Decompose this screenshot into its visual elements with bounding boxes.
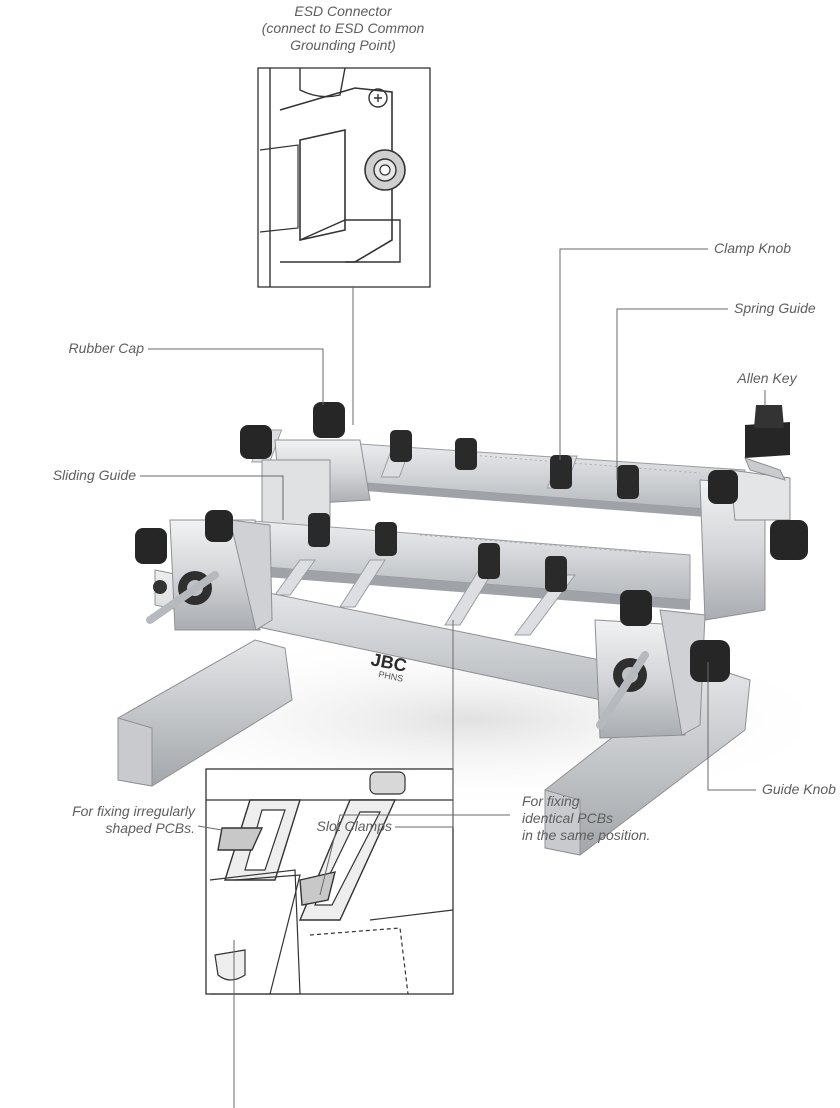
knobs — [205, 402, 808, 682]
label-esd-connector: ESD Connector (connect to ESD Common Gro… — [261, 3, 425, 53]
leader-irregular-pcbs — [197, 825, 223, 831]
allen-key — [744, 405, 790, 481]
leader-sliding-guide — [140, 475, 284, 520]
leader-clamp-knob — [559, 248, 708, 460]
label-identical-pcbs: For fixing identical PCBs in the same po… — [522, 793, 651, 843]
front-left-block — [135, 519, 273, 631]
label-allen-key: Allen Key — [737, 370, 797, 386]
rubber-cap-knob — [313, 402, 345, 438]
guide-knob-back-right — [770, 520, 808, 560]
label-sliding-guide: Sliding Guide — [52, 467, 136, 483]
inset-slot-clamps — [205, 768, 454, 995]
knob-front-left-top — [205, 510, 233, 542]
leader-identical-pcbs — [319, 814, 510, 896]
front-slot-clamps — [274, 559, 576, 636]
guide-knob-front-right — [690, 640, 730, 682]
leader-spring-guide — [616, 308, 728, 480]
knob-back-right-top — [708, 470, 738, 504]
front-right-block — [594, 609, 706, 739]
label-clamp-knob: Clamp Knob — [714, 240, 792, 256]
leader-guide-knob — [707, 662, 756, 791]
guide-knob-front-left — [135, 528, 167, 564]
leader-rubber-cap — [148, 348, 324, 405]
label-rubber-cap: Rubber Cap — [68, 340, 145, 356]
left-foot — [117, 639, 293, 787]
inset-esd-connector — [257, 67, 431, 288]
leader-slot-clamps — [395, 620, 454, 828]
label-spring-guide: Spring Guide — [734, 300, 816, 316]
label-irregular-pcbs: For fixing irregularly shaped PCBs. — [72, 803, 195, 836]
label-guide-knob: Guide Knob — [762, 781, 836, 797]
guide-knob-back-left — [240, 425, 272, 459]
model-name: PHNS — [378, 669, 404, 684]
clamp-knobs — [308, 430, 639, 592]
knob-front-right-top — [620, 590, 652, 626]
back-right-block — [699, 469, 791, 621]
label-slot-clamps: Slot Clamps — [316, 818, 392, 834]
leader-lines — [140, 248, 766, 1108]
